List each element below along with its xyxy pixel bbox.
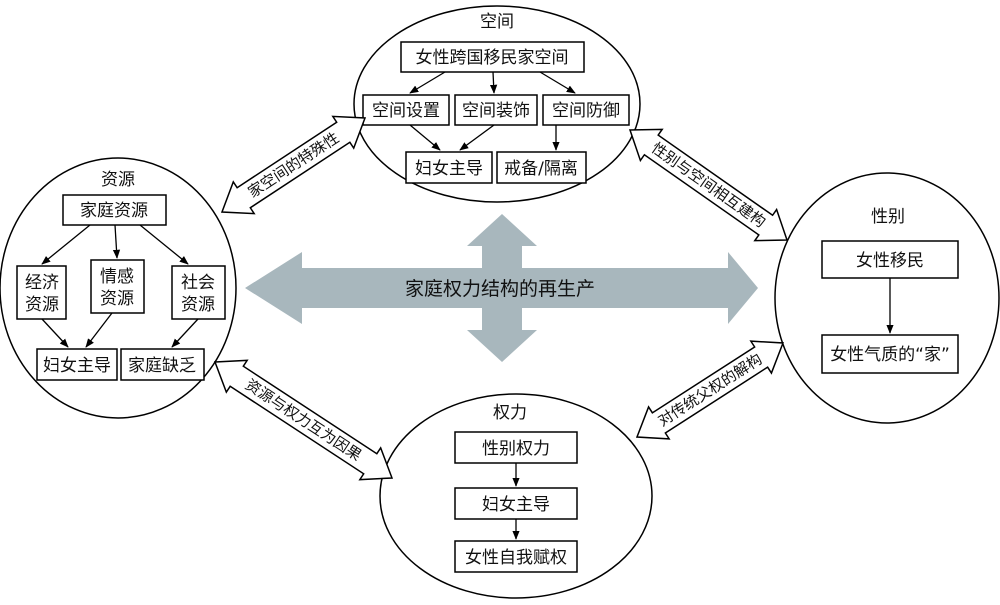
resources-women-lead-box [36,348,118,381]
power-women-lead-box [454,487,578,520]
link-space-gender: 性别与空间相互建构 [628,128,789,242]
feminine-home-label: 女性气质的“家” [830,345,950,365]
space-setting-label: 空间设置 [372,101,440,121]
link-space-gender-label: 性别与空间相互建构 [648,139,769,231]
power-title: 权力 [493,403,527,423]
link-power-gender-shape [635,340,785,440]
space-top-box [400,41,585,73]
emotional-resource-label: 情感资源 [100,267,134,309]
social-resource-box [171,265,226,320]
family-lack-box [120,348,205,381]
gender-title: 性别 [871,207,905,227]
link-power-gender-label: 对传统父权的解构 [655,350,766,430]
space-decoration-box [454,94,538,126]
space-defense-label: 空间防御 [552,101,620,121]
link-power-gender: 对传统父权的解构 [635,340,785,440]
social-resource-label: 社会资源 [181,273,215,315]
vertical-double-arrow [467,214,537,362]
emotional-resource-box [90,259,145,314]
self-empowerment-label: 女性自我赋权 [465,548,567,568]
family-lack-label: 家庭缺乏 [128,356,196,376]
space-guard-label: 戒备/隔离 [504,159,578,179]
center-label: 家庭权力结构的再生产 [405,278,595,300]
space-women-lead-box [405,151,493,184]
resources-top-box [62,194,167,226]
power-women-lead-label: 妇女主导 [482,495,550,515]
link-space-gender-shape [628,128,789,242]
economic-resource-label: 经济资源 [25,273,59,315]
link-resources-power-shape [213,359,394,481]
space-women-lead-label: 妇女主导 [415,159,483,179]
space-setting-box [362,94,450,126]
center-cross-arrow: 家庭权力结构的再生产 [245,214,758,362]
space-top-label: 女性跨国移民家空间 [416,48,569,68]
link-resources-power-label: 资源与权力互为因果 [242,375,365,464]
space-decoration-label: 空间装饰 [462,101,530,121]
female-migrant-label: 女性移民 [856,251,924,271]
gender-power-label: 性别权力 [482,439,550,459]
self-empowerment-box [454,540,578,573]
resources-title: 资源 [101,170,135,190]
female-migrant-box [821,240,959,279]
link-resources-space-label: 家空间的特殊性 [245,129,343,202]
economic-resource-box [16,265,67,320]
link-resources-space-shape [220,115,367,215]
feminine-home-box [821,334,959,374]
link-resources-space: 家空间的特殊性 [220,115,367,215]
space-cluster: 空间 女性跨国移民家空间 空间设置 空间装饰 空间防御 妇女主导 戒备/隔离 [353,5,641,203]
gender-cluster: 性别 女性移民 女性气质的“家” [774,172,1000,424]
power-cluster: 权力 性别权力 妇女主导 女性自我赋权 [379,393,653,599]
resources-top-label: 家庭资源 [80,201,148,221]
resources-cluster: 资源 家庭资源 经济资源 情感资源 社会资源 妇女主导 家庭缺乏 [0,157,237,419]
resources-women-lead-label: 妇女主导 [43,356,111,376]
link-resources-power: 资源与权力互为因果 [213,359,394,481]
space-title: 空间 [480,12,514,32]
space-guard-box [496,151,587,184]
space-arrows [409,71,576,151]
space-defense-box [542,94,630,126]
resources-arrows [41,224,199,348]
